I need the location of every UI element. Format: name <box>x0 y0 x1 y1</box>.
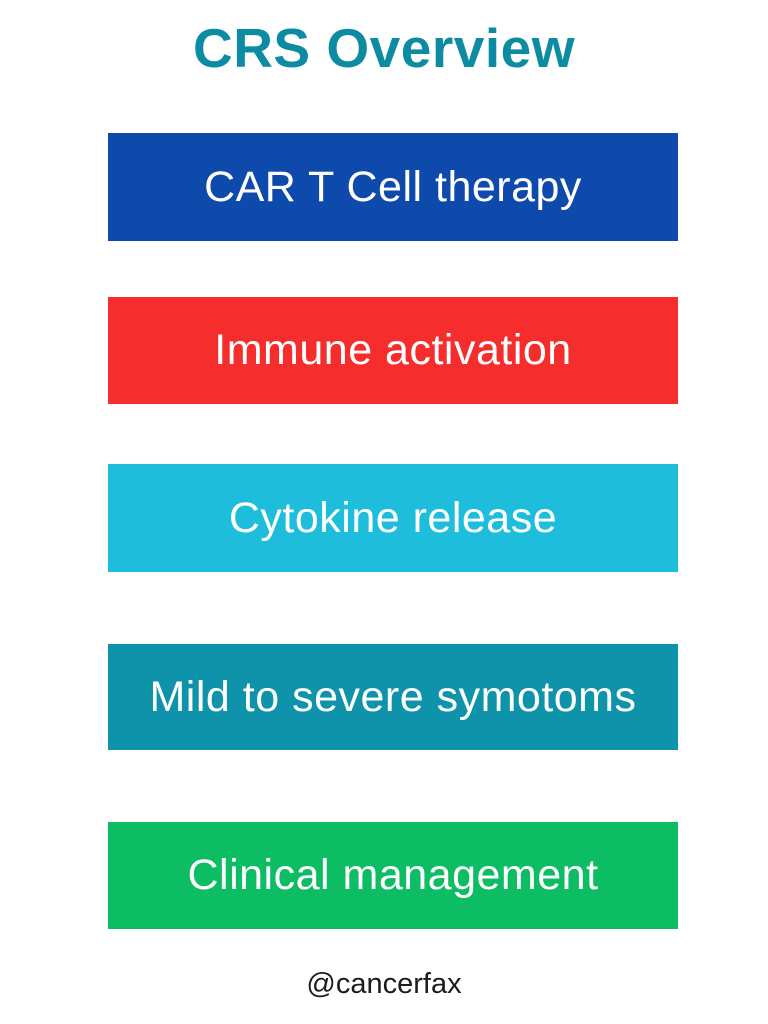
stage-bar-mild-to-severe-symptoms: Mild to severe symotoms <box>108 644 678 750</box>
page-title: CRS Overview <box>192 17 575 79</box>
stage-bar-clinical-management: Clinical management <box>108 822 678 929</box>
stage-bar-immune-activation: Immune activation <box>108 297 678 404</box>
stage-label-cytokine-release: Cytokine release <box>228 493 558 542</box>
footer-handle: @cancerfax <box>306 968 462 1000</box>
stage-label-mild-to-severe-symptoms: Mild to severe symotoms <box>149 672 637 721</box>
stage-label-clinical-management: Clinical management <box>187 851 599 899</box>
stage-bar-cytokine-release: Cytokine release <box>108 464 678 572</box>
stage-bar-car-t-cell-therapy: CAR T Cell therapy <box>108 133 678 241</box>
stage-label-car-t-cell-therapy: CAR T Cell therapy <box>204 162 582 211</box>
stage-label-immune-activation: Immune activation <box>214 326 572 374</box>
